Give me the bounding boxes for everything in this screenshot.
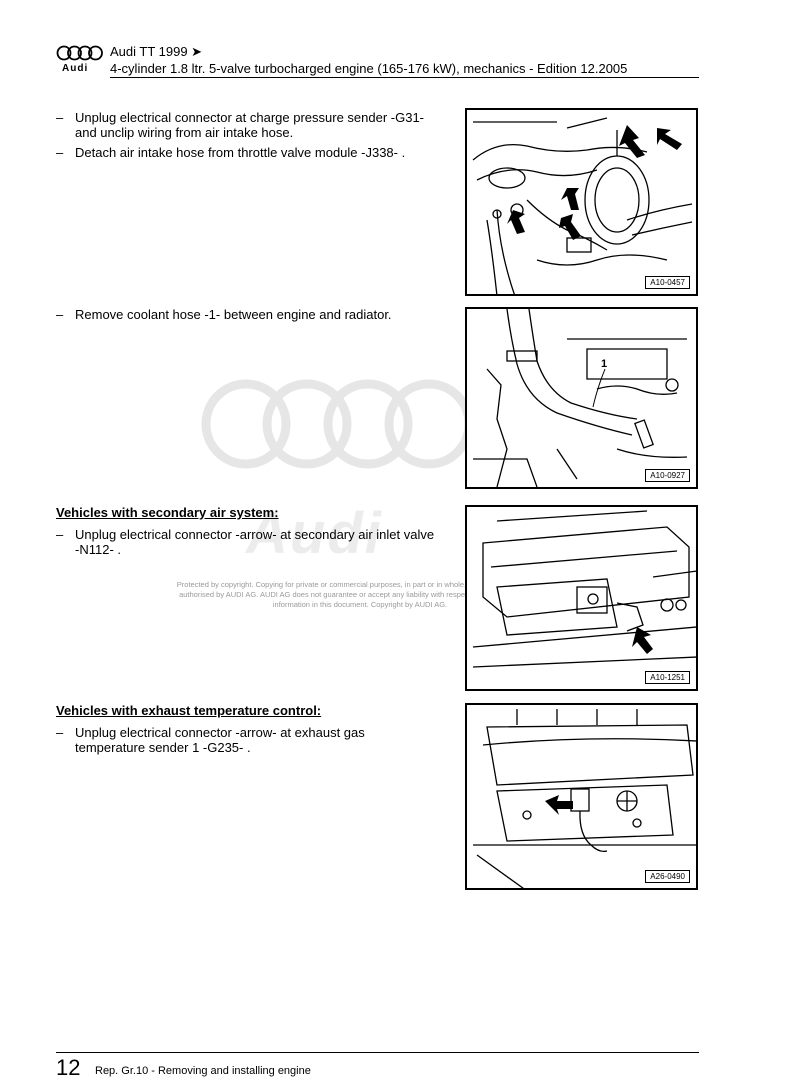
engine-bay-illustration bbox=[472, 117, 693, 294]
figure-coolant-hose: 1 A10-0927 bbox=[465, 307, 698, 489]
callout-1: 1 bbox=[601, 358, 607, 370]
bullet-dash: – bbox=[56, 725, 64, 740]
manual-subtitle: 4-cylinder 1.8 ltr. 5-valve turbocharged… bbox=[110, 61, 628, 76]
watermark-brand: Audi bbox=[246, 501, 383, 566]
manual-title: Audi TT 1999 ➤ bbox=[110, 44, 203, 59]
section-heading-exhaust-temp: Vehicles with exhaust temperature contro… bbox=[56, 703, 322, 718]
exhaust-temp-sender-illustration bbox=[473, 709, 696, 888]
step-text: Unplug electrical connector at charge pr… bbox=[75, 110, 425, 140]
footer-divider bbox=[56, 1052, 699, 1053]
secondary-air-valve-illustration bbox=[472, 510, 696, 668]
step-text: Unplug electrical connector -arrow- at s… bbox=[75, 527, 435, 557]
figure-charge-pressure-sender: A10-0457 bbox=[465, 108, 698, 296]
bullet-dash: – bbox=[56, 145, 64, 160]
step-text: Unplug electrical connector -arrow- at e… bbox=[75, 725, 365, 755]
figure-id: A10-0927 bbox=[645, 469, 690, 482]
bullet-dash: – bbox=[56, 527, 64, 542]
coolant-hose-illustration: 1 bbox=[473, 309, 688, 487]
footer-chapter: Rep. Gr.10 - Removing and installing eng… bbox=[95, 1065, 311, 1077]
step-item: – Unplug electrical connector at charge … bbox=[56, 110, 436, 140]
page-header: Audi Audi TT 1999 ➤ 4-cylinder 1.8 ltr. … bbox=[56, 44, 699, 78]
watermark-rings bbox=[201, 379, 474, 469]
step-item: – Remove coolant hose -1- between engine… bbox=[56, 307, 436, 322]
copyright-notice: Protected by copyright. Copying for priv… bbox=[176, 580, 544, 609]
bullet-dash: – bbox=[56, 307, 64, 322]
audi-rings-logo bbox=[56, 45, 103, 61]
step-text: Detach air intake hose from throttle val… bbox=[75, 145, 406, 160]
brand-wordmark: Audi bbox=[62, 63, 89, 74]
figure-id: A10-0457 bbox=[645, 276, 690, 289]
step-text: Remove coolant hose -1- between engine a… bbox=[75, 307, 392, 322]
figure-exhaust-temp-sender: A26-0490 bbox=[465, 703, 698, 890]
section-heading-secondary-air: Vehicles with secondary air system: bbox=[56, 505, 279, 520]
step-item: – Unplug electrical connector -arrow- at… bbox=[56, 725, 436, 755]
step-item: – Unplug electrical connector -arrow- at… bbox=[56, 527, 436, 557]
page-number: 12 bbox=[56, 1055, 81, 1080]
figure-secondary-air-valve: A10-1251 bbox=[465, 505, 698, 691]
bullet-dash: – bbox=[56, 110, 64, 125]
figure-id: A26-0490 bbox=[645, 870, 690, 883]
header-divider bbox=[110, 77, 699, 78]
step-item: – Detach air intake hose from throttle v… bbox=[56, 145, 436, 160]
figure-id: A10-1251 bbox=[645, 671, 690, 684]
